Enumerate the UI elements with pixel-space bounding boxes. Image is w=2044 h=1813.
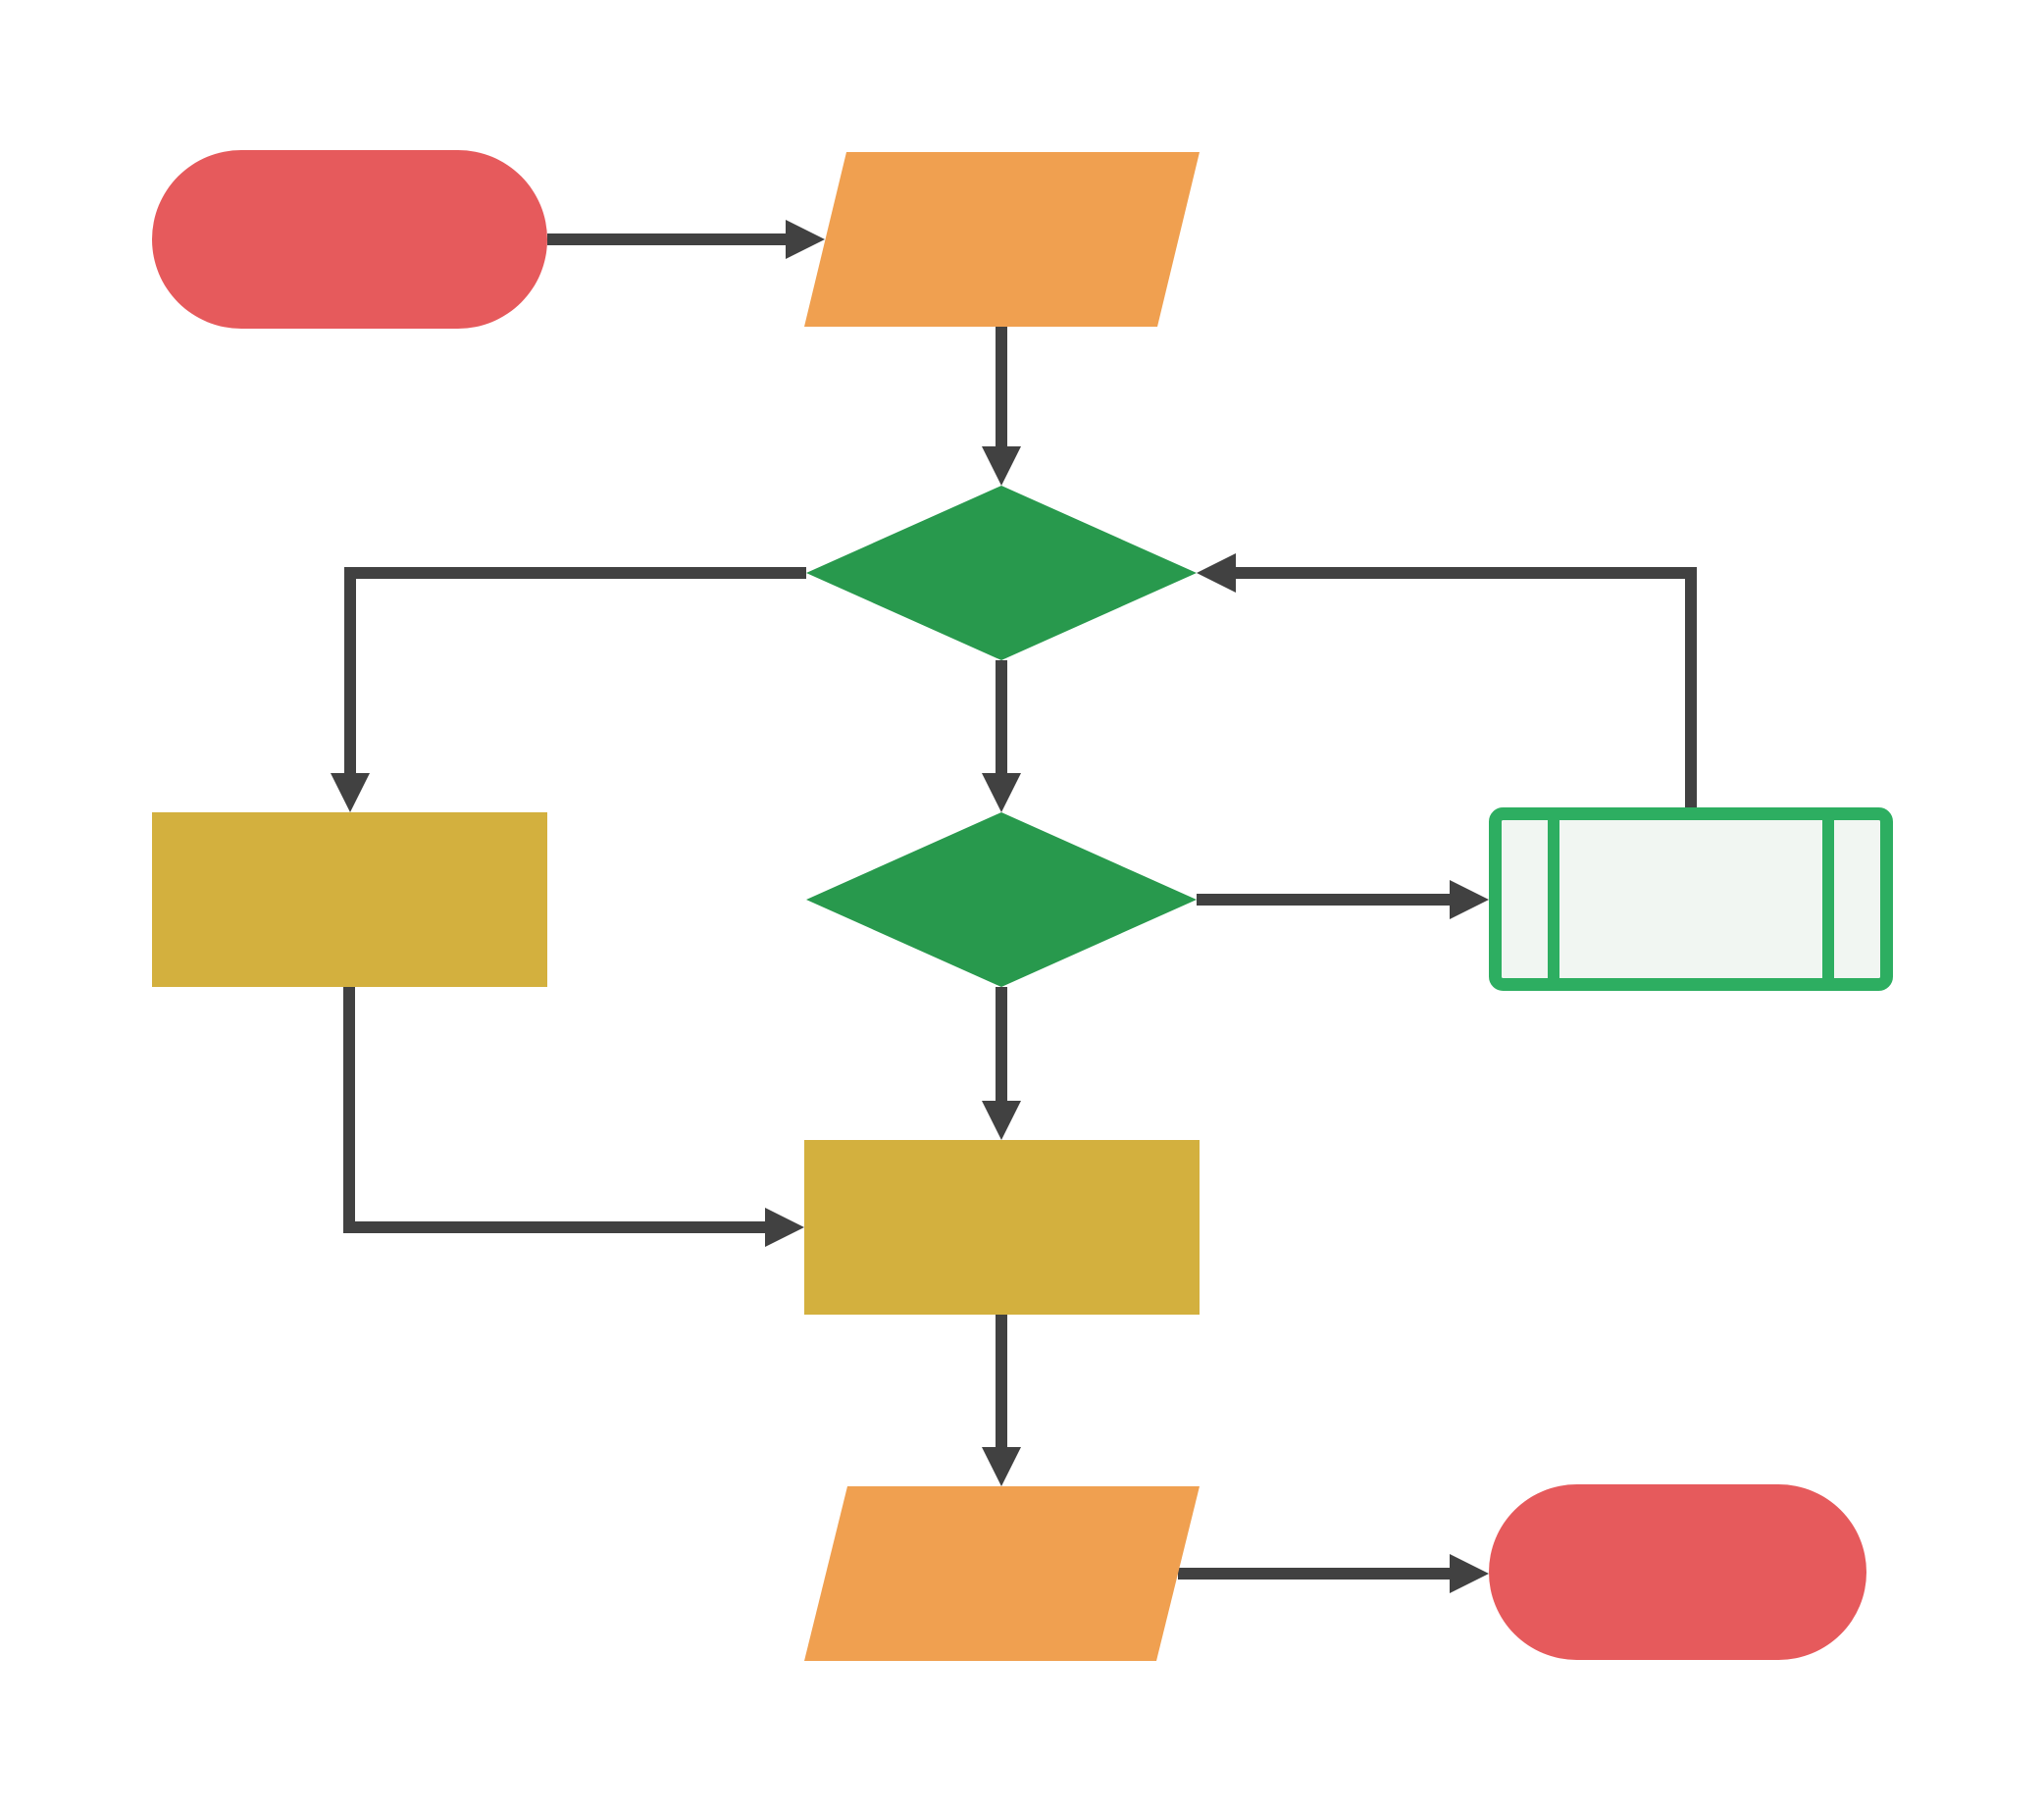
edge-start-to-input-arrowhead [786, 220, 825, 259]
edge-process-center-to-output-arrowhead [982, 1447, 1021, 1486]
io-parallelogram-bottom [804, 1486, 1200, 1661]
io-parallelogram-top [804, 152, 1200, 327]
edge-decision1-to-decision2-arrowhead [982, 773, 1021, 812]
decision-diamond-1 [806, 486, 1197, 660]
nodes-layer [152, 150, 1893, 1661]
edge-output-to-end-arrowhead [1450, 1554, 1489, 1593]
edge-predefined-to-decision1-arrowhead [1197, 553, 1236, 593]
process-rect-center [804, 1140, 1200, 1315]
decision-diamond-2 [806, 812, 1197, 987]
edge-predefined-to-decision1 [1236, 567, 1697, 807]
predefined-process-box-body [1489, 807, 1893, 991]
edge-decision1-to-process-left-arrowhead [331, 773, 370, 812]
edge-process-left-to-process-center [343, 987, 765, 1233]
process-rect-left [152, 812, 547, 987]
predefined-process-box [1489, 807, 1893, 991]
edge-process-left-to-process-center-arrowhead [765, 1208, 804, 1247]
edges-layer [331, 220, 1697, 1593]
edge-input-to-decision1-arrowhead [982, 446, 1021, 486]
terminator-start [152, 150, 547, 329]
edge-decision2-to-process-center-arrowhead [982, 1101, 1021, 1140]
edge-decision1-to-process-left [344, 567, 806, 773]
edge-decision2-to-predefined-arrowhead [1450, 880, 1489, 919]
terminator-end [1489, 1484, 1866, 1660]
